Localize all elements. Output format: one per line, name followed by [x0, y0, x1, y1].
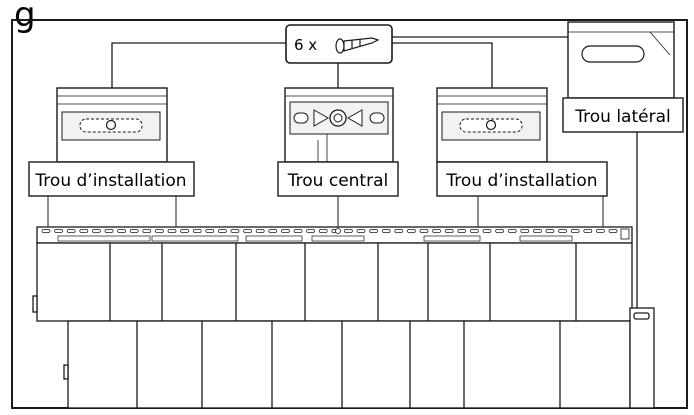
strip-slot	[558, 229, 567, 233]
strip-slot	[180, 229, 189, 233]
strip-slot	[545, 229, 555, 233]
strip-slot	[457, 229, 467, 233]
strip-slot	[344, 229, 353, 233]
left-hole-detail	[56, 87, 168, 163]
strip-slot	[142, 229, 152, 233]
strip-slot	[281, 229, 290, 233]
strip-slot	[167, 229, 177, 233]
screw-count-label: 6 x	[294, 36, 317, 54]
strip-slot	[596, 229, 605, 233]
strip-slot	[66, 229, 76, 233]
strip-slot	[381, 229, 391, 233]
strip-slot	[356, 229, 366, 233]
right-hole-label: Trou d’installation	[445, 171, 597, 191]
strip-slot	[293, 229, 303, 233]
screw-icon	[335, 37, 380, 54]
screw-connector-lines	[111, 36, 568, 88]
center-hole-label-box	[277, 161, 399, 197]
center-hole-label: Trou central	[287, 171, 388, 191]
side-hole-label-box	[562, 97, 684, 133]
side-hole-slot	[581, 45, 645, 63]
header-fragment: g	[14, 0, 36, 35]
strip-pocket	[151, 235, 239, 242]
strip-slot	[533, 229, 542, 233]
strip-slot	[192, 229, 202, 233]
hole-leader-lines	[47, 196, 604, 227]
strip-slot	[444, 229, 454, 233]
center-hole-detail	[284, 87, 394, 163]
strip-slot	[608, 229, 618, 233]
strip-pocket	[245, 235, 303, 242]
strip-pocket	[519, 235, 573, 242]
strip-slot	[79, 229, 89, 233]
left-hole-label: Trou d’installation	[34, 171, 186, 191]
strip-slot	[394, 229, 404, 233]
strip-slot	[583, 229, 593, 233]
side-end-cap	[629, 307, 655, 409]
strip-slot	[218, 229, 227, 233]
strip-pocket	[423, 235, 481, 242]
strip-slot	[92, 229, 101, 233]
strip-slot	[419, 229, 429, 233]
strip-slot	[470, 229, 479, 233]
strip-slot	[495, 229, 504, 233]
strip-slot	[117, 229, 126, 233]
right-hole-label-box	[436, 161, 608, 197]
upper-panel-row	[32, 242, 633, 322]
side-hole-label: Trou latéral	[574, 107, 670, 127]
strip-slot	[129, 229, 139, 233]
strip-slot	[520, 229, 530, 233]
center-hole-mark	[335, 228, 341, 234]
strip-slot	[104, 229, 114, 233]
strip-slot	[230, 229, 240, 233]
strip-slot	[41, 229, 51, 233]
strip-slot	[306, 229, 315, 233]
strip-slot	[507, 229, 517, 233]
strip-slot	[268, 229, 278, 233]
strip-slot	[54, 229, 63, 233]
strip-slot	[432, 229, 441, 233]
strip-slot	[369, 229, 378, 233]
strip-pocket	[57, 235, 151, 242]
strip-slot	[243, 229, 252, 233]
right-hole-detail	[436, 87, 548, 163]
screw-callout: 6 x	[285, 24, 393, 64]
strip-slot	[155, 229, 164, 233]
strip-slot	[407, 229, 416, 233]
side-hole-detail	[567, 21, 675, 99]
strip-pocket	[311, 235, 365, 242]
strip-slot	[205, 229, 215, 233]
strip-slot	[318, 229, 328, 233]
mounting-strip	[36, 226, 633, 244]
lower-panel-row	[63, 320, 631, 409]
strip-slot	[570, 229, 580, 233]
strip-slot	[482, 229, 492, 233]
strip-slot	[255, 229, 265, 233]
left-hole-label-box	[28, 161, 195, 197]
